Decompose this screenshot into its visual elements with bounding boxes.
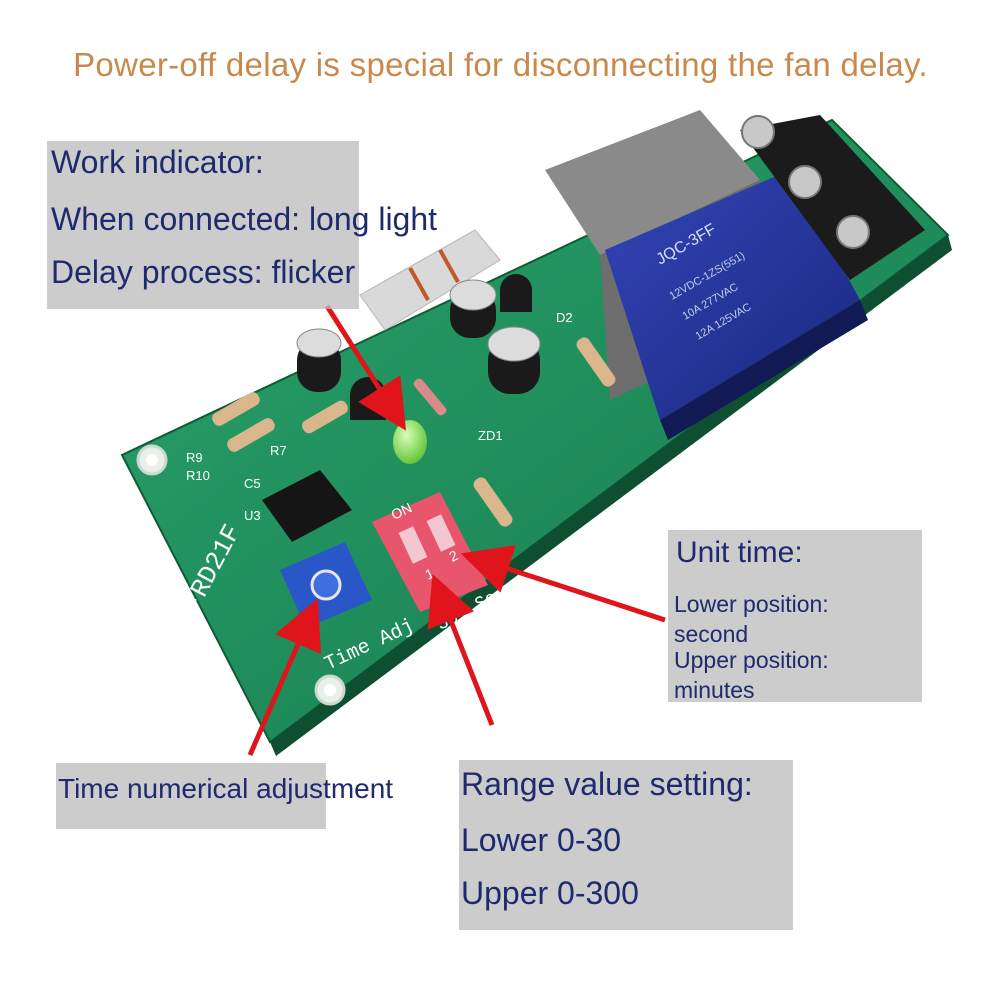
resistor — [302, 400, 348, 434]
work-indicator-callout: Work indicator: When connected: long lig… — [47, 141, 437, 309]
work-indicator-delay: Delay process: flicker — [51, 254, 356, 290]
capacitor — [487, 326, 541, 394]
mounting-hole — [136, 444, 168, 476]
unit-time-upper-position: Upper position: — [674, 647, 829, 673]
pointer-arrows — [247, 304, 666, 756]
ref-r10: R10 — [186, 468, 210, 483]
work-indicator-title: Work indicator: — [51, 144, 264, 180]
led — [393, 420, 427, 464]
ref-u3: U3 — [244, 508, 261, 523]
capacitor — [296, 328, 342, 392]
ref-r7: R7 — [270, 443, 287, 458]
unit-time-lower-value: second — [674, 621, 749, 647]
transistor — [350, 377, 386, 420]
unit-time-title: Unit time: — [676, 536, 803, 569]
arrow-to-dip-range — [427, 574, 495, 726]
range-setting-callout: Range value setting: Lower 0-30 Upper 0-… — [459, 760, 793, 930]
optocoupler-chip — [262, 470, 352, 542]
ref-zd1: ZD1 — [478, 428, 503, 443]
time-adjustment-callout: Time numerical adjustment — [56, 763, 393, 829]
unit-time-lower-position: Lower position: — [674, 591, 829, 617]
resistor — [473, 477, 513, 527]
arrow-to-dip-unit — [460, 545, 666, 623]
power-resistor — [359, 229, 501, 331]
resistor — [212, 392, 260, 426]
transistor — [500, 274, 532, 312]
capacitor — [449, 279, 497, 338]
headline: Power-off delay is special for disconnec… — [73, 46, 928, 83]
terminal-block — [740, 115, 925, 280]
diode — [413, 378, 447, 416]
range-setting-lower: Lower 0-30 — [461, 822, 622, 858]
work-indicator-connected: When connected: long light — [51, 201, 438, 237]
resistor — [576, 337, 616, 387]
mounting-hole — [314, 674, 346, 706]
ref-d2: D2 — [556, 310, 573, 325]
ref-c5: C5 — [244, 476, 261, 491]
time-adjustment-label: Time numerical adjustment — [58, 773, 394, 804]
range-setting-title: Range value setting: — [461, 766, 753, 802]
resistor — [227, 418, 275, 452]
unit-time-callout: Unit time: Lower position: second Upper … — [668, 530, 922, 703]
range-setting-upper: Upper 0-300 — [461, 875, 639, 911]
unit-time-upper-value: minutes — [674, 677, 755, 703]
arrow-to-led — [324, 304, 407, 431]
arrow-to-trimmer — [247, 598, 322, 756]
relay: JQC-3FF 12VDC-1ZS(551) 10A 277VAC 12A 12… — [545, 110, 868, 440]
ref-r9: R9 — [186, 450, 203, 465]
